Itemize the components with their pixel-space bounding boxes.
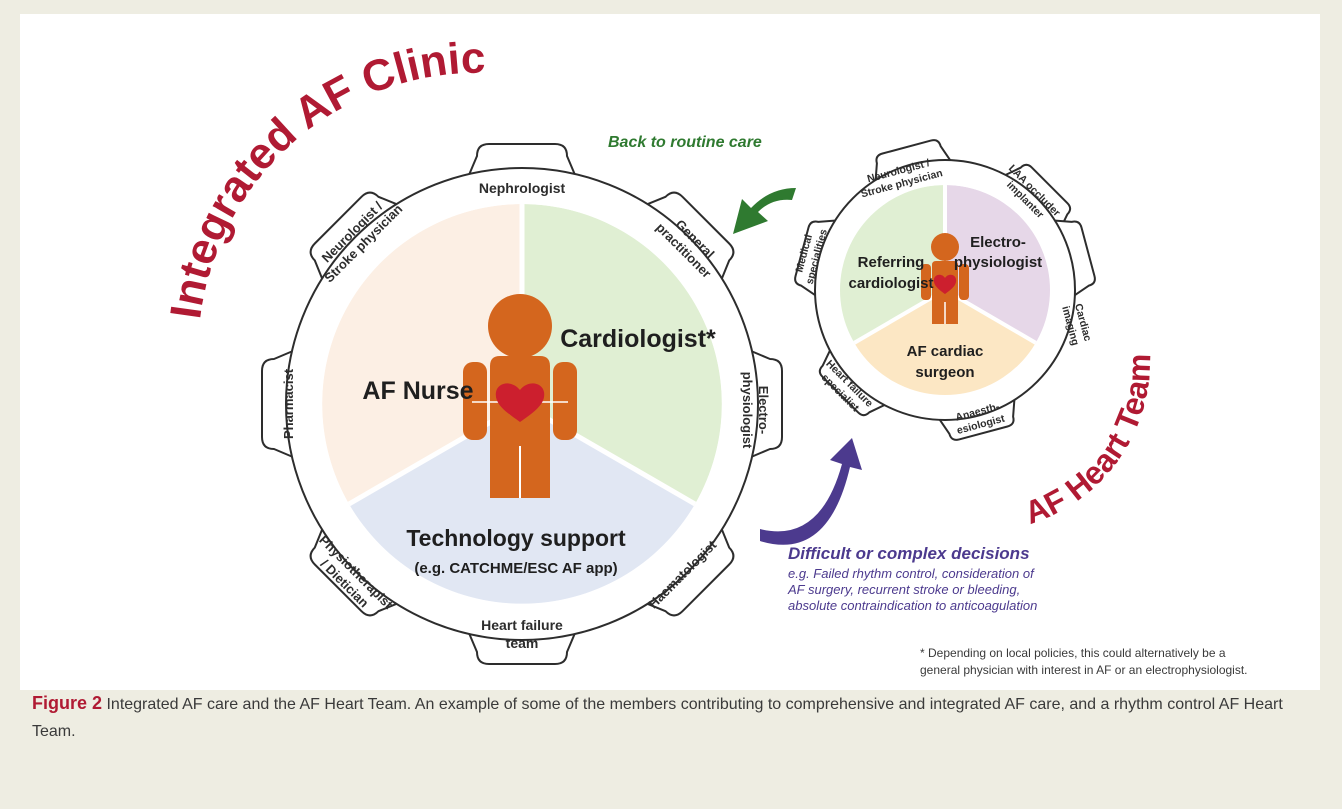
clinic-gear: AF Nurse Cardiologist* Technology suppor…: [261, 143, 783, 665]
footnote-line2: general physician with interest in AF or…: [920, 663, 1248, 677]
tooth-hf-team-line1: Heart failure: [481, 617, 563, 633]
clinic-heart-icon: [495, 383, 545, 422]
ep-label-line1: Electro-: [970, 234, 1026, 251]
back-to-routine-label: Back to routine care: [608, 134, 762, 151]
difficult-decisions-title: Difficult or complex decisions: [788, 544, 1030, 563]
technology-segment: [349, 404, 695, 604]
surgeon-label-line1: AF cardiac: [907, 343, 984, 360]
ep-label-line2: physiologist: [954, 254, 1042, 271]
difficult-decisions-line1: e.g. Failed rhythm control, consideratio…: [788, 566, 1035, 581]
heart-team-segments: [840, 185, 1050, 395]
surgeon-segment: [854, 290, 1036, 395]
back-to-routine-arrow: [733, 188, 796, 234]
nurse-label: AF Nurse: [362, 377, 473, 405]
tooth-ep-line2: physiologist: [740, 372, 755, 449]
tooth-nephrologist: Nephrologist: [479, 180, 566, 196]
technology-sublabel: (e.g. CATCHME/ESC AF app): [414, 560, 617, 577]
difficult-decisions-arrow: [760, 438, 862, 545]
tooth-hf-team-line2: team: [506, 635, 539, 651]
technology-label: Technology support: [406, 525, 626, 551]
referring-label-line1: Referring: [858, 254, 925, 271]
difficult-decisions-line3: absolute contraindication to anticoagula…: [788, 598, 1037, 613]
figure-caption: Figure 2 Integrated AF care and the AF H…: [32, 690, 1328, 745]
surgeon-label-line2: surgeon: [915, 364, 974, 381]
heart-team-heart-icon: [933, 274, 957, 294]
heart-team-gear: Referring cardiologist Electro- physiolo…: [793, 139, 1096, 441]
difficult-decisions-line2: AF surgery, recurrent stroke or bleeding…: [787, 582, 1020, 597]
referring-label-line2: cardiologist: [848, 275, 933, 292]
cardiologist-label: Cardiologist*: [560, 325, 716, 353]
figure-panel: AF Nurse Cardiologist* Technology suppor…: [20, 14, 1320, 690]
caption-text: Integrated AF care and the AF Heart Team…: [32, 696, 1283, 740]
diagram: AF Nurse Cardiologist* Technology suppor…: [161, 34, 1248, 677]
tooth-ep-line1: Electro-: [756, 386, 771, 434]
caption-label: Figure 2: [32, 693, 103, 713]
tooth-pharmacist: Pharmacist: [281, 368, 296, 439]
footnote-line1: * Depending on local policies, this coul…: [920, 646, 1226, 660]
